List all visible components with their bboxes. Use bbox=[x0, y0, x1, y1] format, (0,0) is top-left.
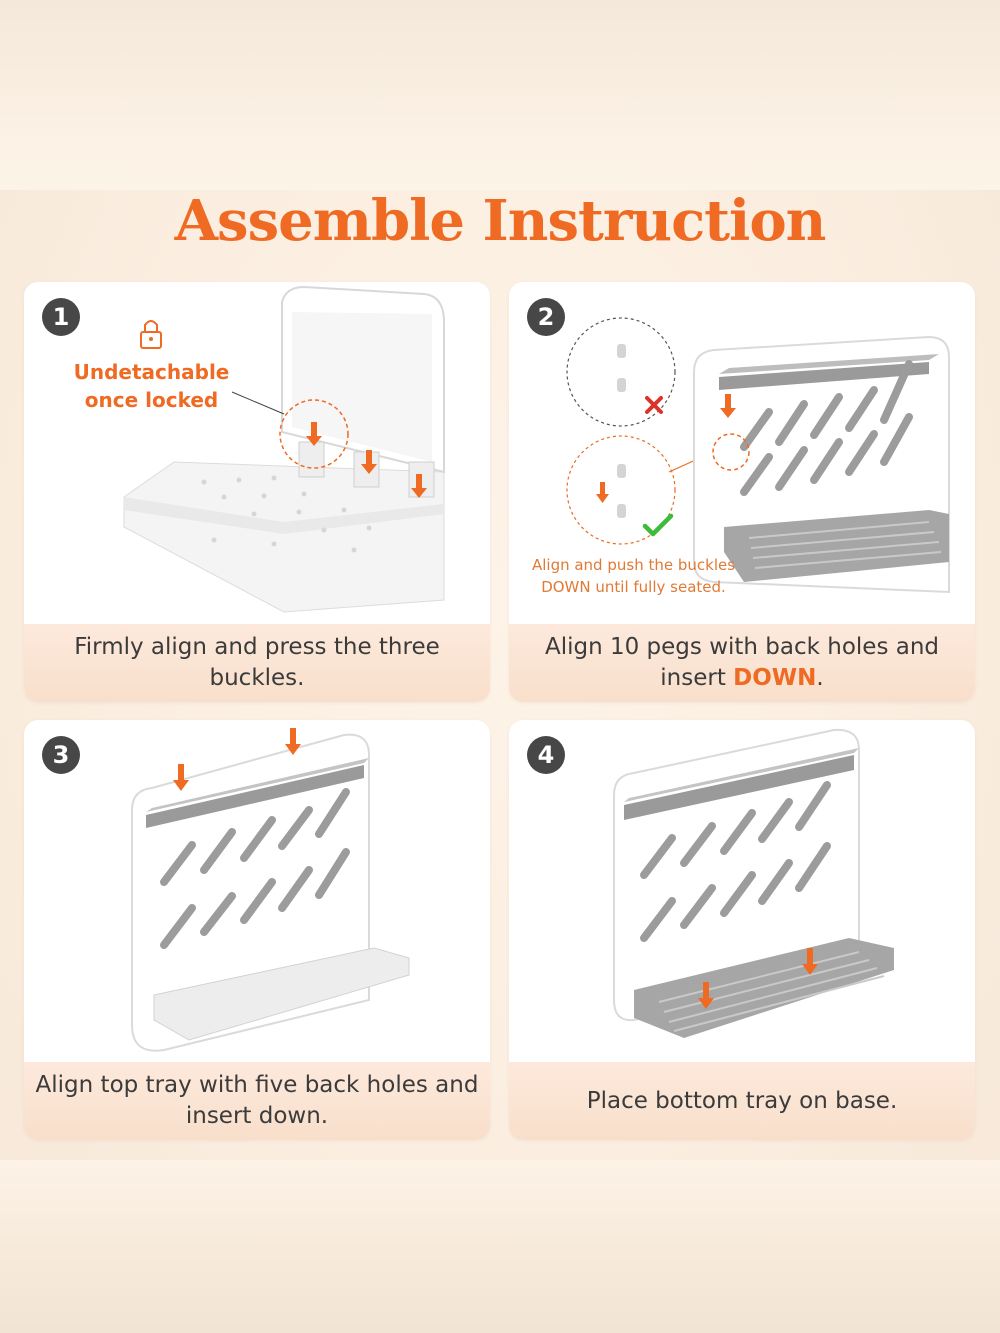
step-3-illustration bbox=[131, 728, 410, 1052]
note-line: DOWN until fully seated. bbox=[541, 578, 726, 596]
step-caption: Firmly align and press the three buckles… bbox=[24, 624, 490, 702]
step-4-illustration bbox=[613, 728, 894, 1038]
step-caption: Align top tray with five back holes and … bbox=[24, 1062, 490, 1140]
caption-pre: Align 10 pegs with back holes and insert bbox=[544, 634, 940, 691]
note-line: Align and push the buckles bbox=[531, 556, 736, 574]
step-number-badge: 3 bbox=[42, 736, 80, 774]
step-caption: Align 10 pegs with back holes and insert… bbox=[509, 624, 975, 702]
step-2-illustration bbox=[566, 317, 950, 594]
step-caption: Place bottom tray on base. bbox=[509, 1062, 975, 1140]
check-icon bbox=[642, 513, 674, 537]
background-bottom bbox=[0, 1160, 1000, 1333]
step-card-4: 4 Place bottom tray on base. bbox=[509, 720, 975, 1140]
step-number-badge: 4 bbox=[527, 736, 565, 774]
caption-highlight: DOWN bbox=[733, 665, 817, 691]
step-card-2: 2 Align and push the buckles DOWN u bbox=[509, 282, 975, 702]
lock-icon bbox=[140, 320, 162, 349]
cross-icon bbox=[645, 396, 663, 414]
step-card-3: 3 Align top tray with five back holes an… bbox=[24, 720, 490, 1140]
undetachable-note: Undetachable once locked bbox=[64, 358, 239, 414]
step-1-illustration bbox=[123, 285, 445, 613]
background-top bbox=[0, 0, 1000, 190]
caption-text: Align 10 pegs with back holes and insert… bbox=[519, 632, 965, 694]
step-number-badge: 2 bbox=[527, 298, 565, 336]
buckle-note: Align and push the buckles DOWN until fu… bbox=[511, 554, 756, 598]
note-line: Undetachable bbox=[73, 360, 230, 384]
step-number-badge: 1 bbox=[42, 298, 80, 336]
page-title: Assemble Instruction bbox=[174, 188, 827, 254]
caption-post: . bbox=[816, 665, 824, 691]
step-card-1: 1 Undetachable o bbox=[24, 282, 490, 702]
note-line: once locked bbox=[84, 388, 219, 412]
